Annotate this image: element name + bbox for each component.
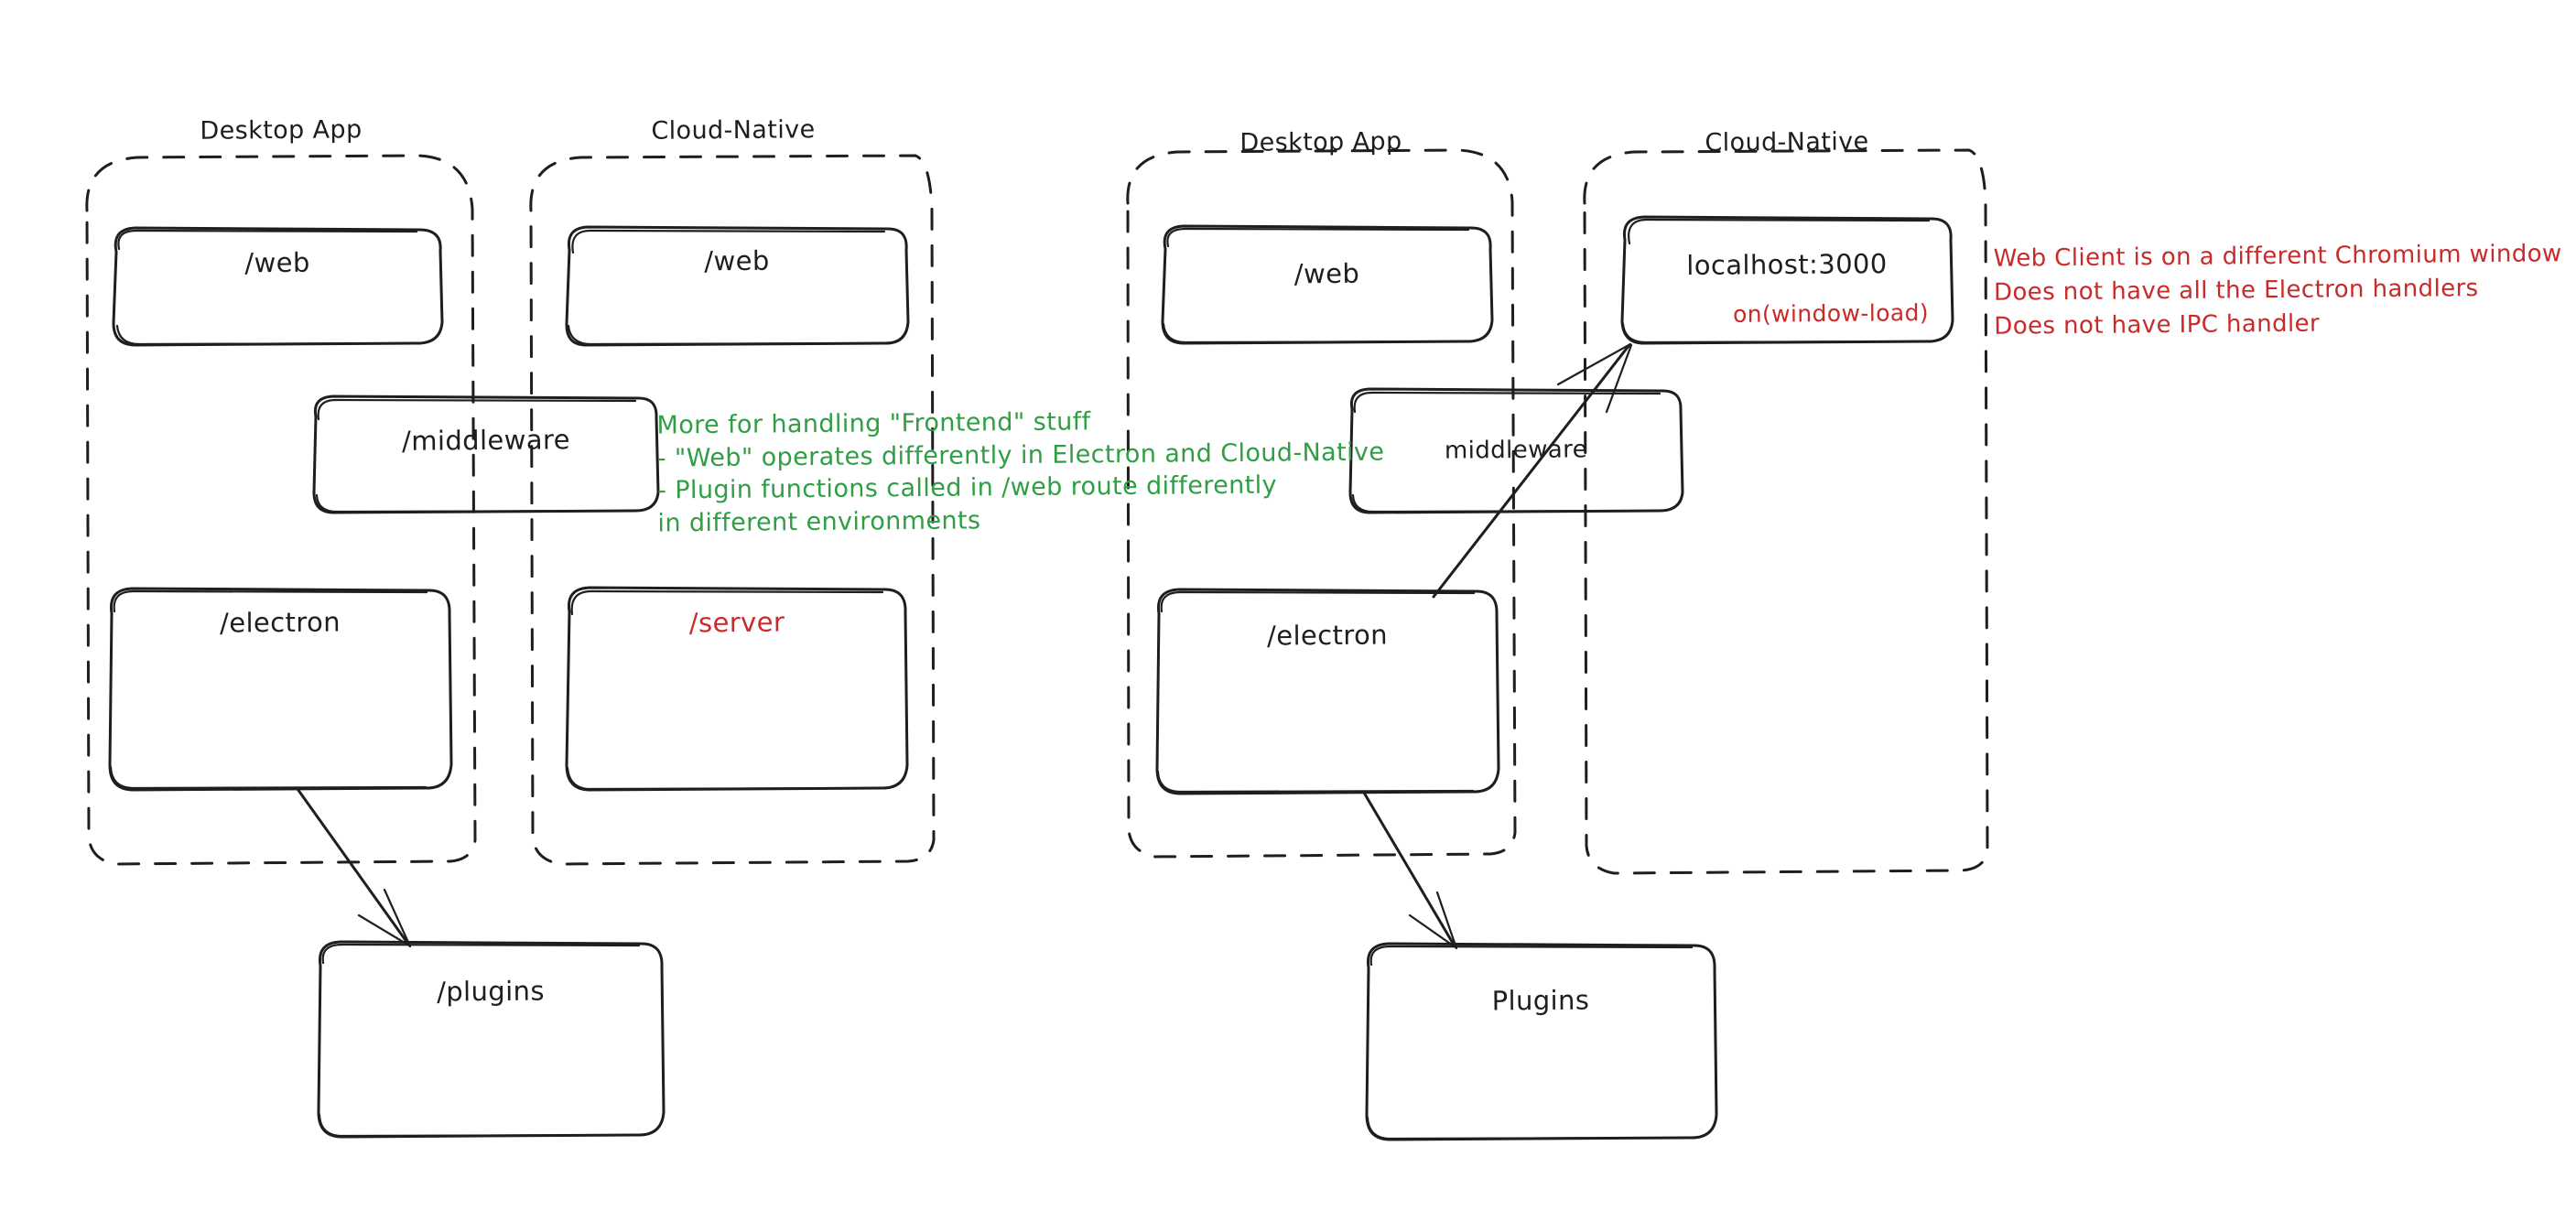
node-left-desktop-web[interactable] xyxy=(112,226,444,347)
node-label-right-electron: /electron xyxy=(1266,619,1389,652)
node-left-plugins[interactable] xyxy=(317,940,666,1139)
group-title-right-cloud-native: Cloud-Native xyxy=(1705,127,1869,157)
node-label-left-cloud-web: /web xyxy=(704,244,770,277)
node-left-middleware[interactable] xyxy=(312,394,660,514)
edge-left-electron-to-plugins xyxy=(296,787,412,948)
group-right-desktop-app xyxy=(1126,148,1517,859)
node-label-right-localhost: localhost:3000 xyxy=(1686,248,1888,281)
node-right-middleware[interactable] xyxy=(1348,387,1684,514)
group-title-left-desktop-app: Desktop App xyxy=(200,115,363,146)
node-label-left-server: /server xyxy=(688,606,785,639)
node-label-right-plugins: Plugins xyxy=(1491,984,1590,1017)
edge-right-electron-to-plugins xyxy=(1362,791,1458,950)
node-sublabel-right-localhost: on(window-load) xyxy=(1732,299,1930,328)
node-left-electron[interactable] xyxy=(108,587,453,792)
group-right-cloud-native xyxy=(1583,148,1989,875)
node-right-desktop-web[interactable] xyxy=(1161,224,1494,345)
node-label-left-electron: /electron xyxy=(219,606,341,639)
node-right-localhost[interactable] xyxy=(1620,215,1954,345)
annotation-green-note: More for handling "Frontend" stuff - "We… xyxy=(656,407,1385,538)
node-left-cloud-web[interactable] xyxy=(565,225,910,347)
group-title-right-desktop-app: Desktop App xyxy=(1239,127,1402,157)
node-label-left-middleware: /middleware xyxy=(401,424,571,457)
node-label-right-desktop-web: /web xyxy=(1293,257,1360,290)
node-label-right-middleware: middleware xyxy=(1444,436,1588,465)
group-left-cloud-native xyxy=(529,154,936,866)
node-label-left-desktop-web: /web xyxy=(244,246,310,279)
group-title-left-cloud-native: Cloud-Native xyxy=(651,115,816,146)
node-right-plugins[interactable] xyxy=(1365,942,1718,1141)
node-left-server[interactable] xyxy=(565,586,909,792)
annotation-red-note: Web Client is on a different Chromium wi… xyxy=(1993,240,2562,340)
group-left-desktop-app xyxy=(85,154,477,866)
node-right-electron[interactable] xyxy=(1155,588,1500,795)
node-label-left-plugins: /plugins xyxy=(436,975,546,1008)
edge-right-electron-to-localhost xyxy=(1432,342,1633,599)
